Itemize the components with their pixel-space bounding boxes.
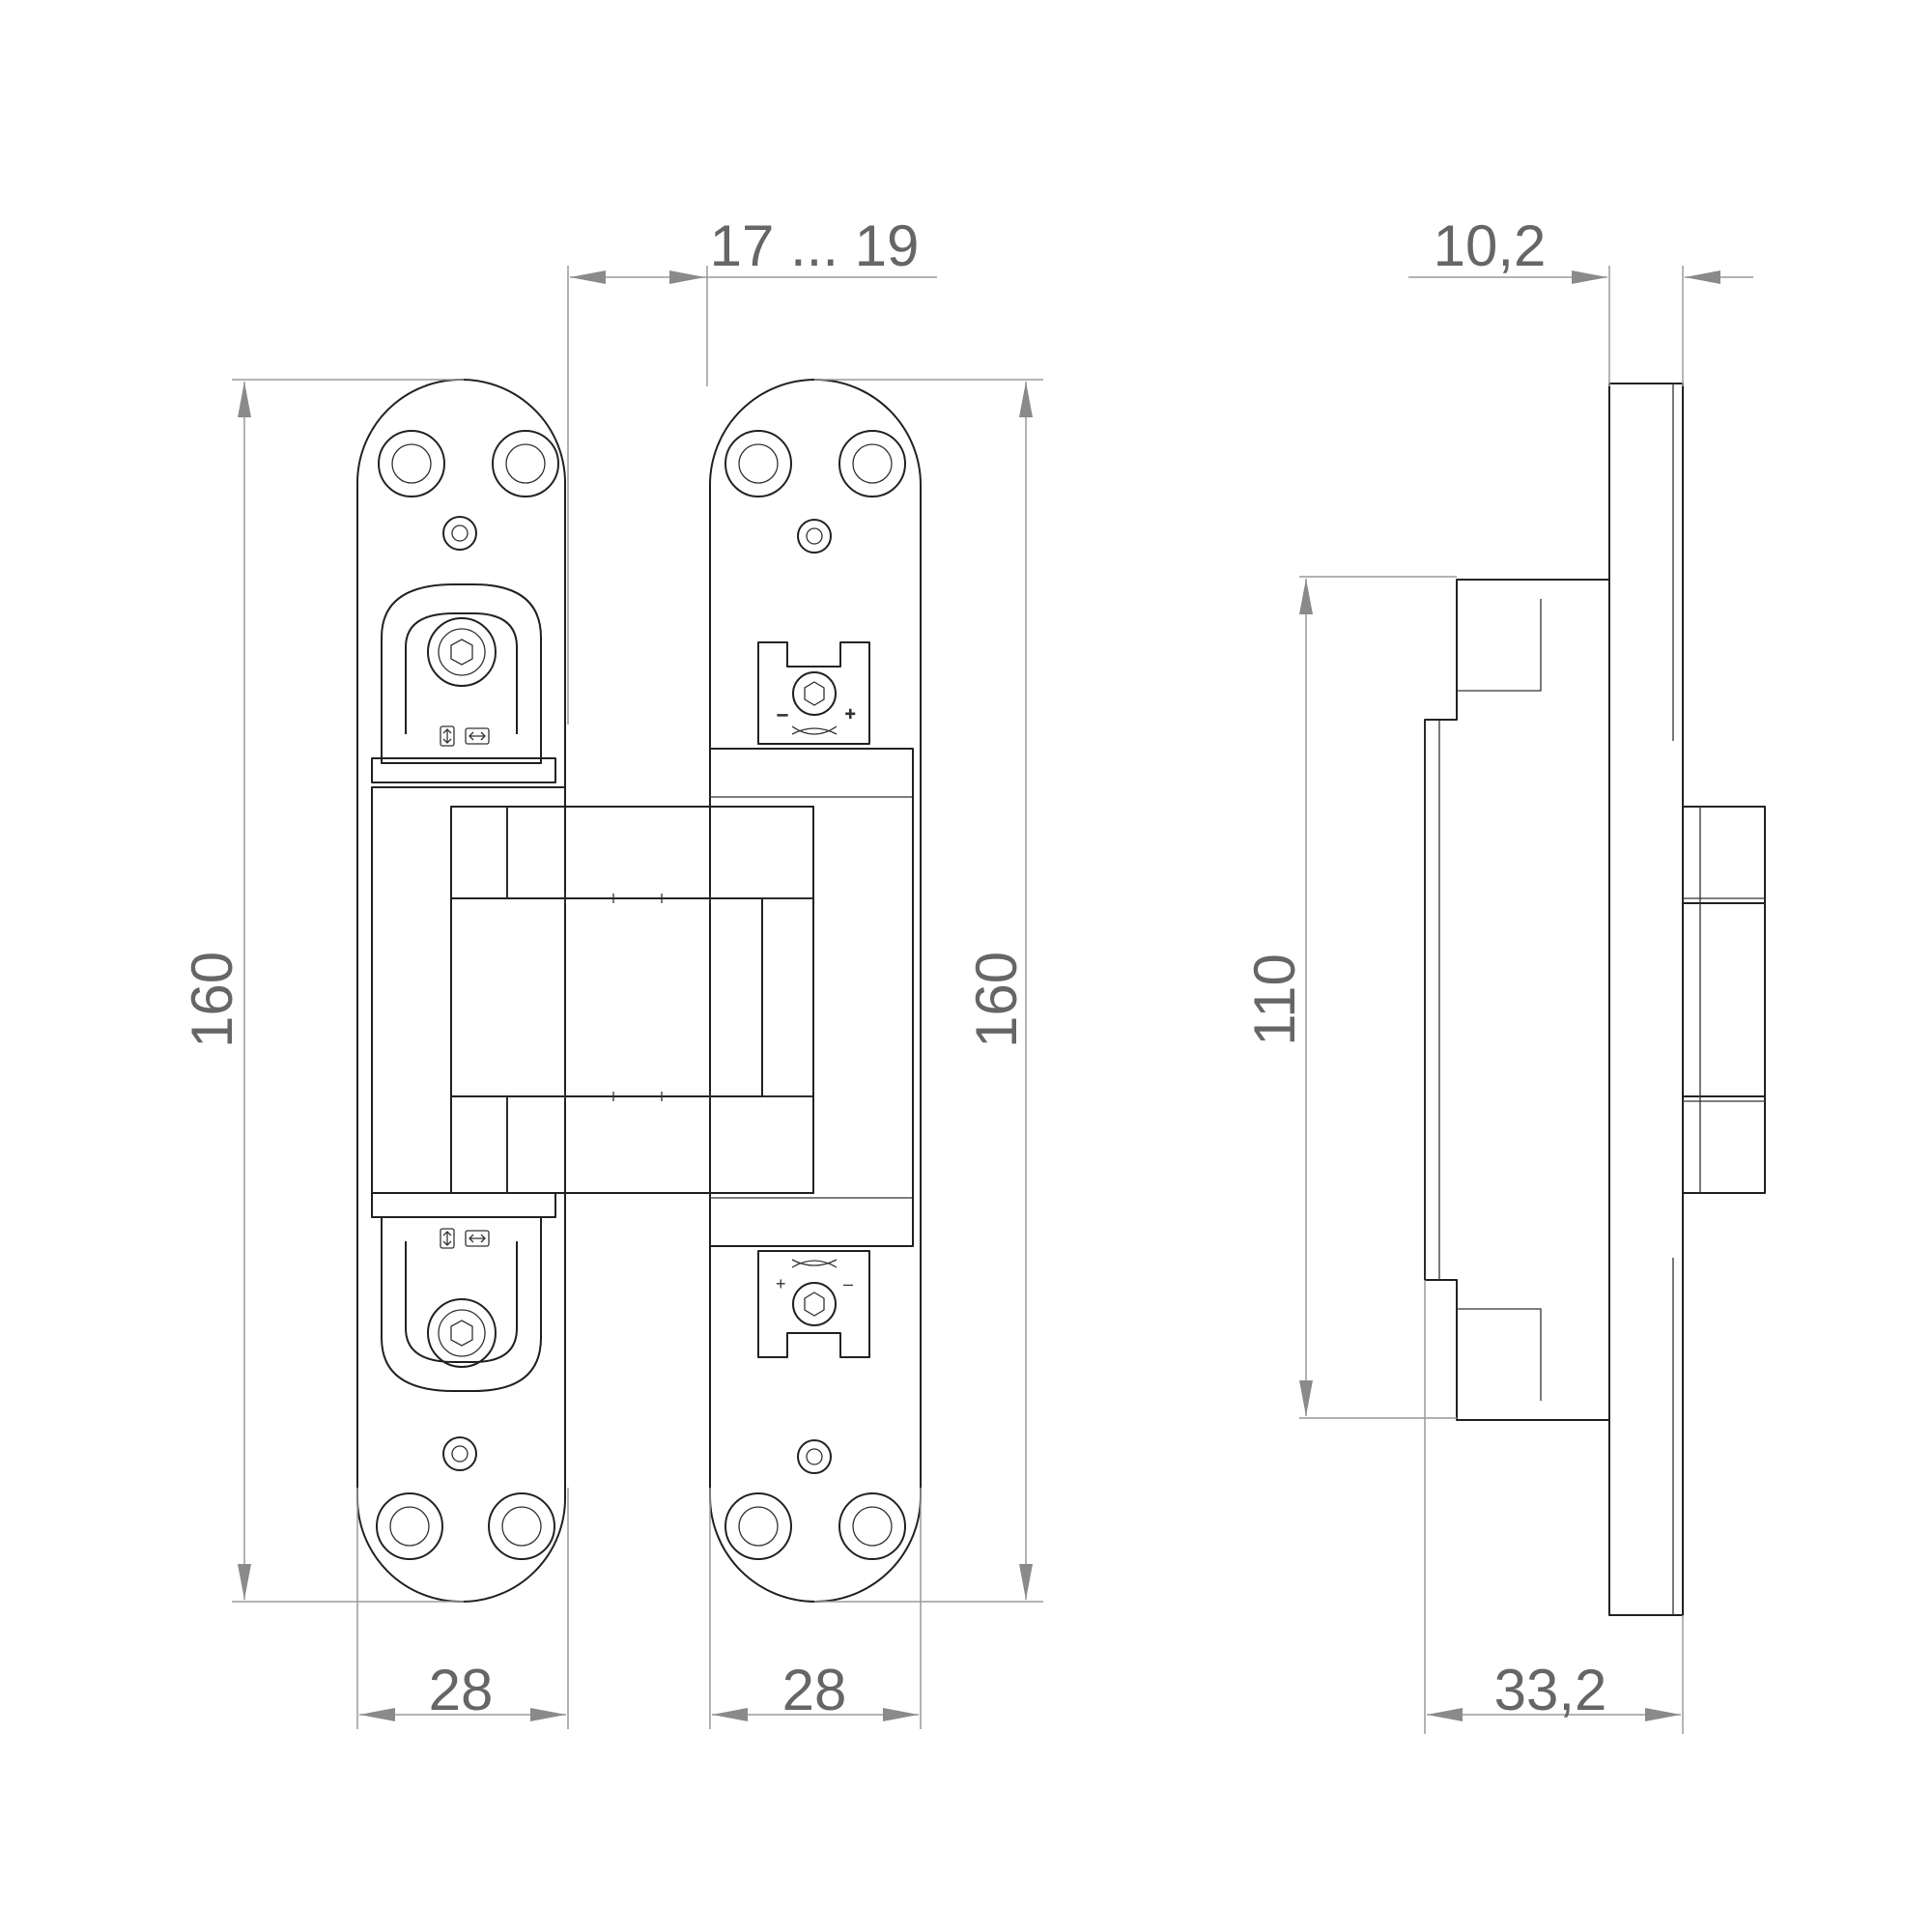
left-body-cavity: [371, 786, 566, 1194]
right-bottom-mounting-holes: [724, 1439, 906, 1560]
left-hinge-plate: [356, 379, 566, 1603]
arm-center-block: [450, 897, 763, 1097]
right-bottom-bracket-adjuster: + –: [757, 1250, 870, 1358]
arm-top-link: [506, 806, 814, 899]
right-top-bracket-adjuster: – +: [757, 641, 870, 745]
depth-top-label: 10,2: [1434, 213, 1547, 278]
hinge-arm: [450, 806, 814, 1194]
height-body-label: 110: [1242, 953, 1307, 1046]
dimension-lines: [232, 266, 1753, 1734]
width-left-label: 28: [429, 1658, 494, 1722]
left-bottom-cam-adjuster: [371, 1192, 556, 1392]
vertical-adjust-icon: [440, 725, 455, 747]
left-plate-outline: [356, 379, 566, 1603]
arm-bottom-link: [506, 1095, 814, 1194]
height-right-label: 160: [964, 952, 1029, 1048]
side-knuckle: [1682, 806, 1766, 1194]
arm-outline: [450, 806, 814, 1194]
width-right-label: 28: [782, 1658, 847, 1722]
minus-sign: –: [778, 704, 787, 724]
side-plate-outer: [1608, 383, 1684, 1616]
rotation-adjust-icon: [791, 1259, 838, 1268]
dimension-labels: 160 160 110 28 28 17 ... 19 10,2 33,2: [180, 213, 1606, 1722]
plus-sign: +: [776, 1274, 786, 1293]
right-top-mounting-holes: [724, 430, 906, 554]
right-hinge-plate: – + + –: [709, 379, 922, 1603]
vertical-adjust-icon: [440, 1228, 455, 1249]
right-body-housing: [709, 748, 914, 1247]
minus-sign: –: [843, 1274, 853, 1293]
left-top-mounting-holes: [378, 430, 559, 551]
rotation-adjust-icon: [791, 725, 838, 735]
depth-bottom-label: 33,2: [1494, 1658, 1607, 1722]
right-plate-outline: [709, 379, 922, 1603]
plus-sign: +: [845, 704, 856, 724]
gap-range-label: 17 ... 19: [710, 213, 920, 278]
horizontal-adjust-icon: [465, 727, 490, 745]
horizontal-adjust-icon: [465, 1230, 490, 1247]
arm-hinge-pins: [564, 894, 711, 1101]
side-body-profile: [1424, 579, 1609, 1421]
left-bottom-mounting-holes: [376, 1436, 555, 1560]
side-view: [1424, 383, 1766, 1616]
height-left-label: 160: [180, 952, 244, 1048]
left-top-cam-adjuster: [371, 583, 556, 783]
